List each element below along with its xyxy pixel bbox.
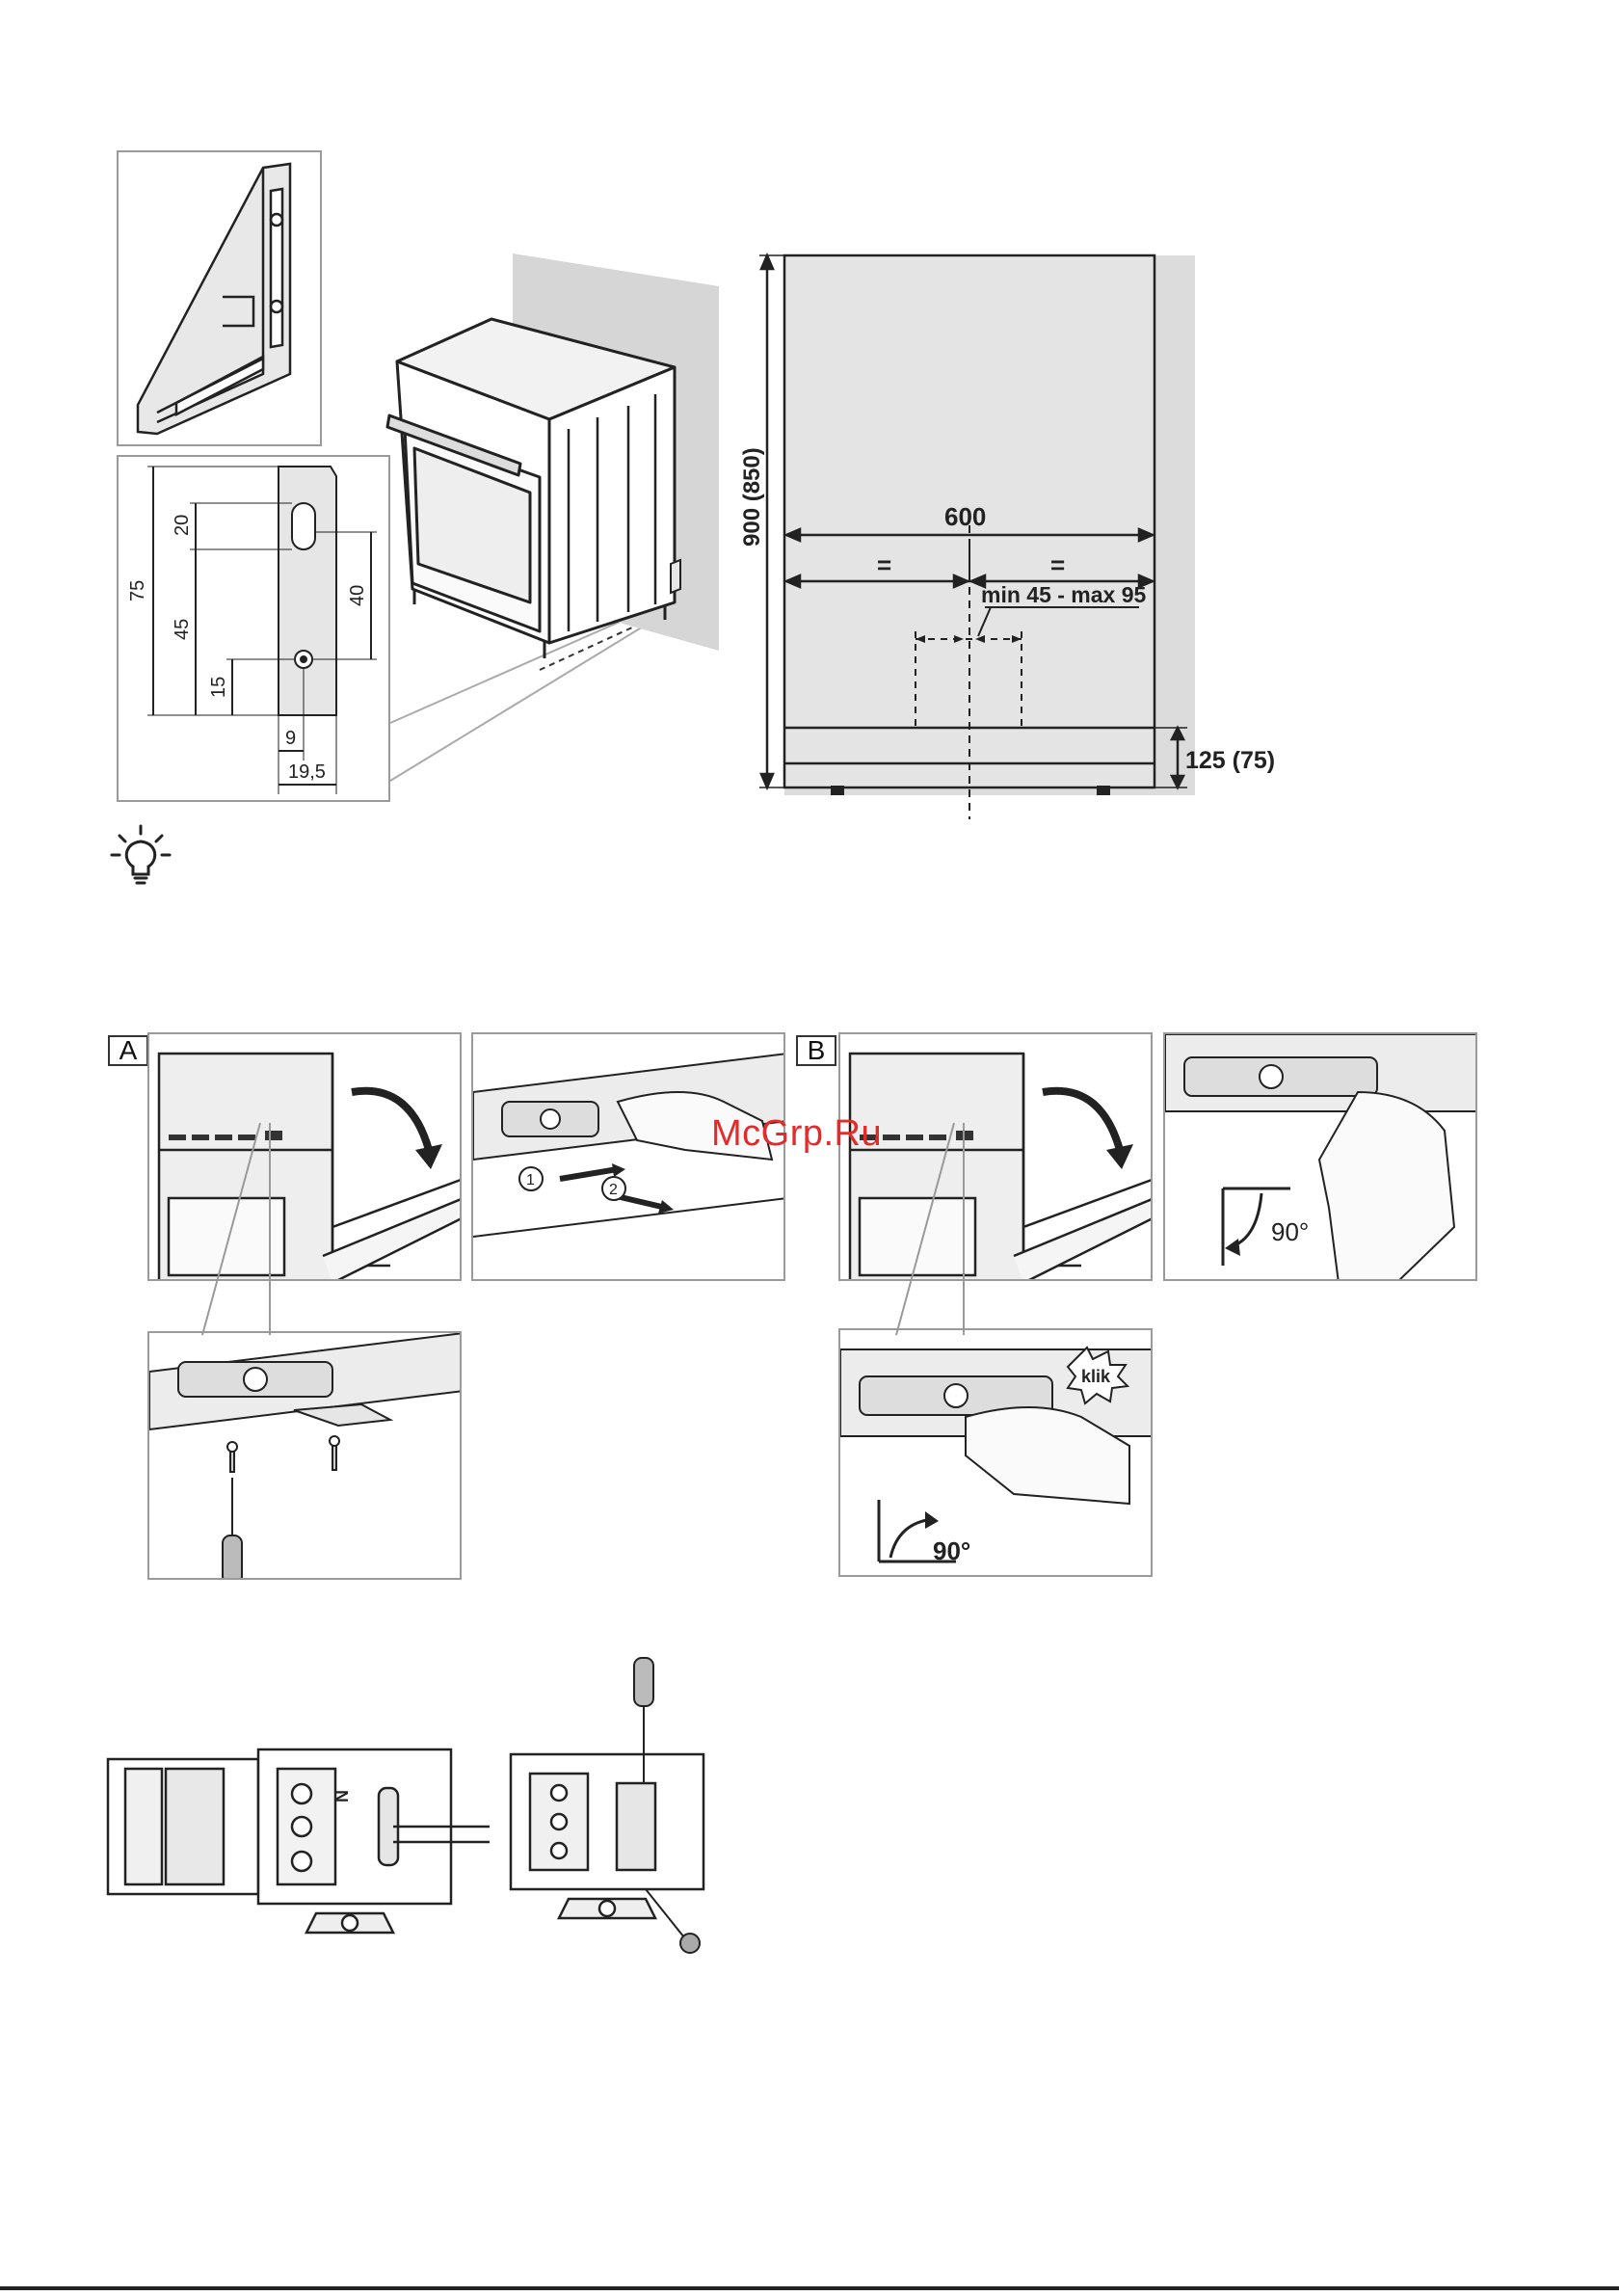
section-b-click-panel: klik 90° bbox=[838, 1328, 1153, 1577]
section-a-slide-panel: 1 2 bbox=[471, 1032, 785, 1281]
section-a-zoom-lines bbox=[193, 1118, 279, 1340]
wall-measurement-diagram: 600 = = min 45 - max 95 900 (850) 125 (7… bbox=[732, 246, 1282, 824]
page-bottom-rule bbox=[0, 2286, 1619, 2290]
dim-45: 45 bbox=[172, 619, 193, 640]
spacing-label: min 45 - max 95 bbox=[981, 582, 1147, 607]
dim-19-5: 19,5 bbox=[288, 761, 326, 783]
wall-width-label: 600 bbox=[944, 502, 986, 531]
lightbulb-icon bbox=[108, 822, 175, 890]
section-b-label: B bbox=[796, 1035, 836, 1066]
dim-20: 20 bbox=[172, 515, 193, 536]
section-b-lever-panel: 90° bbox=[1163, 1032, 1477, 1281]
section-a-label: A bbox=[108, 1035, 148, 1066]
plinth-label: 125 (75) bbox=[1185, 747, 1275, 774]
bracket-dimension-panel: 75 20 45 15 40 9 19,5 bbox=[117, 455, 390, 802]
step-1-label: 1 bbox=[526, 1172, 535, 1188]
dim-15: 15 bbox=[208, 677, 229, 698]
angle-bottom-label: 90° bbox=[933, 1536, 970, 1565]
height-label: 900 (850) bbox=[739, 447, 765, 547]
section-b-oven-door-panel bbox=[838, 1032, 1153, 1281]
dim-9: 9 bbox=[285, 728, 296, 749]
cooker-illustration bbox=[385, 246, 732, 689]
equal-left-label: = bbox=[877, 550, 891, 579]
terminal-block-side-diagram bbox=[501, 1639, 732, 1957]
screwdriver-icon bbox=[223, 1478, 242, 1580]
section-b-zoom-lines bbox=[887, 1118, 973, 1340]
dim-40: 40 bbox=[347, 585, 368, 606]
click-label: klik bbox=[1081, 1367, 1111, 1386]
watermark: McGrp.Ru bbox=[711, 1113, 882, 1155]
curved-arrow-icon bbox=[352, 1091, 429, 1150]
dim-75: 75 bbox=[127, 580, 148, 601]
section-a-hinge-screws-panel bbox=[147, 1331, 462, 1580]
step-2-label: 2 bbox=[609, 1182, 618, 1198]
terminal-block-diagram: N bbox=[104, 1730, 490, 1962]
bracket-perspective-panel bbox=[117, 150, 322, 446]
equal-right-label: = bbox=[1050, 550, 1065, 579]
angle-top-label: 90° bbox=[1271, 1217, 1309, 1246]
terminal-n-label: N bbox=[332, 1790, 351, 1802]
screw-icon bbox=[646, 1889, 700, 1953]
